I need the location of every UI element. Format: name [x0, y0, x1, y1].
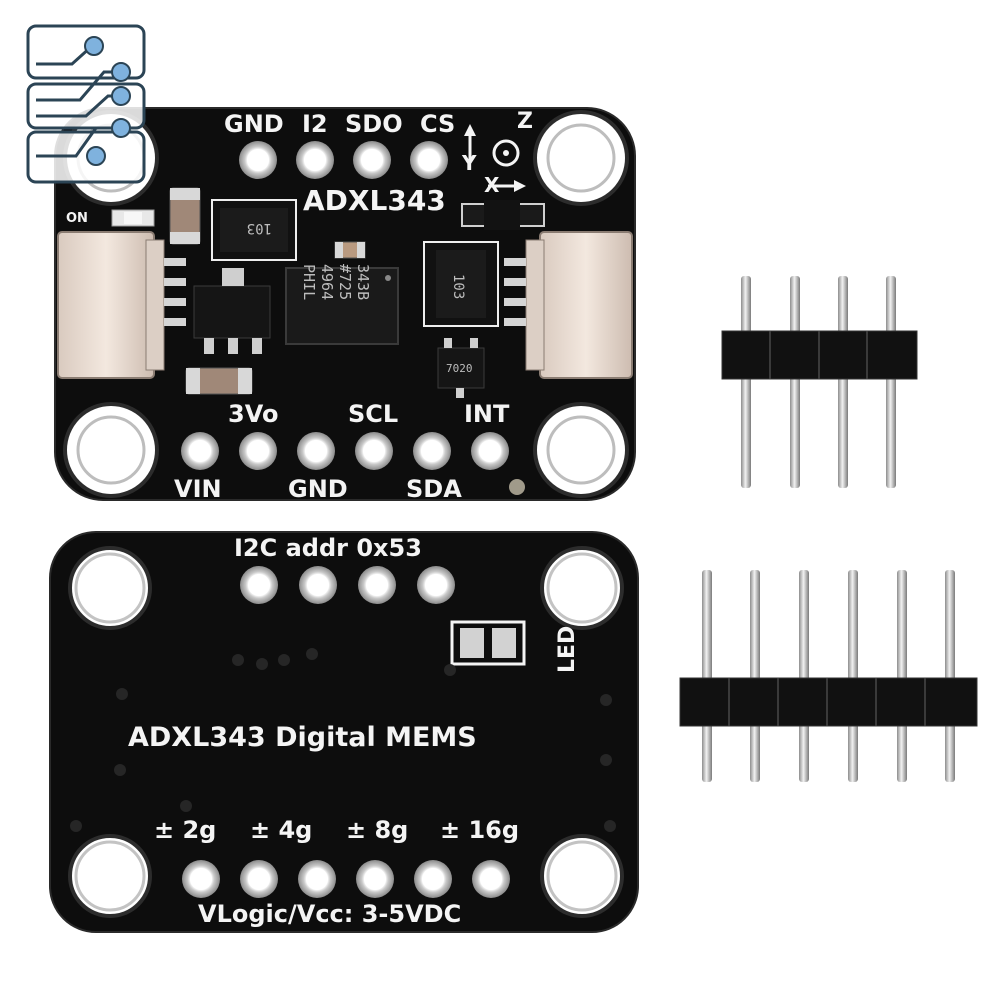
axis-label-z: Z: [517, 109, 533, 134]
stemma-connector-right: [504, 231, 633, 379]
front-top-pin-label: CS: [420, 110, 455, 138]
accelerometer-chip: 343B #725 4964 PHIL: [285, 264, 399, 345]
front-top-pin-label: GND: [224, 110, 284, 138]
on-led-label: ON: [66, 211, 88, 226]
voltage-regulator: [193, 268, 271, 354]
vias: [70, 648, 616, 832]
resistor-marking: 103: [450, 274, 466, 299]
resistor-array-right: 103: [423, 241, 499, 327]
back-board-title: ADXL343 Digital MEMS: [128, 722, 477, 753]
range-label: ± 2g: [154, 816, 216, 844]
chip-marking-line: 343B: [354, 264, 372, 300]
axis-label-y: Y: [461, 151, 477, 175]
led-label: LED: [555, 626, 580, 673]
mounting-holes: [68, 546, 624, 918]
stemma-connector-left: [57, 231, 186, 379]
circuit-logo-icon: [26, 24, 146, 184]
range-label: ± 8g: [346, 816, 408, 844]
back-top-pads: [240, 566, 455, 604]
back-bottom-pads: [182, 860, 510, 898]
led-jumper: [450, 620, 526, 666]
chip-marking-line: PHIL: [300, 264, 318, 300]
i2c-address-label: I2C addr 0x53: [234, 534, 422, 562]
axis-label-x: X: [484, 173, 500, 197]
front-bottom-pin-label: GND: [288, 475, 348, 503]
range-label: ± 16g: [440, 816, 519, 844]
chip-marking-line: #725: [336, 264, 354, 300]
header-4-pin: [721, 276, 918, 488]
voltage-label: VLogic/Vcc: 3-5VDC: [198, 900, 461, 928]
front-top-pin-label: I2: [302, 110, 328, 138]
front-bottom-pads: [181, 432, 509, 470]
resistor-marking: 103: [247, 220, 272, 236]
front-board-title: ADXL343: [303, 184, 446, 217]
resistor-array-left: 103: [211, 199, 297, 261]
range-label: ± 4g: [250, 816, 312, 844]
front-bottom-pin-label: SCL: [348, 400, 398, 428]
front-bottom-pin-label: 3Vo: [228, 400, 278, 428]
front-bottom-pin-label: SDA: [406, 475, 462, 503]
front-bottom-pin-label: VIN: [174, 475, 222, 503]
header-6-pin: [679, 570, 978, 782]
axis-arrows-icon: [464, 124, 526, 192]
transistor: 7020: [437, 338, 485, 398]
back-board: I2C addr 0x53 LED ADXL343 Digital MEMS ±…: [49, 531, 639, 933]
front-board: GND I2 SDO CS Z Y X ADXL343 ON: [54, 107, 636, 503]
transistor-marking: 7020: [446, 362, 473, 375]
front-top-pads: [239, 141, 448, 179]
chip-marking-line: 4964: [318, 264, 336, 300]
front-top-pin-label: SDO: [345, 110, 403, 138]
front-bottom-pin-label: INT: [464, 400, 510, 428]
